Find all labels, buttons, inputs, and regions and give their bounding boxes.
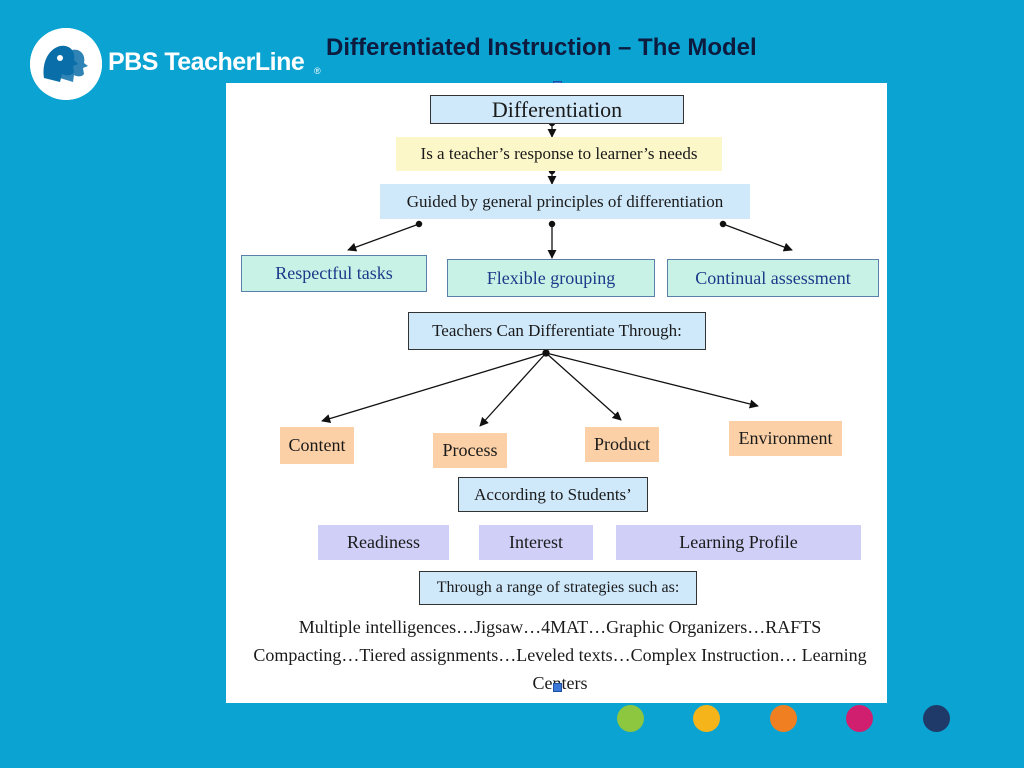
arrow-to-product	[545, 352, 622, 421]
decorative-dot-magenta	[846, 705, 873, 732]
node-interest: Interest	[479, 525, 593, 560]
arrow-to-process	[479, 352, 547, 427]
node-learning-profile: Learning Profile	[616, 525, 861, 560]
node-range-of-strategies: Through a range of strategies such as:	[419, 571, 697, 605]
decorative-dot-green	[617, 705, 644, 732]
diagram-panel: Differentiation Is a teacher’s response …	[226, 83, 887, 703]
pbs-logo-icon	[30, 28, 102, 100]
node-flexible-grouping: Flexible grouping	[447, 259, 655, 297]
strategies-line-2: Compacting…Tiered assignments…Leveled te…	[253, 645, 867, 665]
node-product: Product	[585, 427, 659, 462]
node-content: Content	[280, 427, 354, 464]
node-readiness: Readiness	[318, 525, 449, 560]
arrow-to-continual	[722, 223, 793, 252]
node-differentiation: Differentiation	[430, 95, 684, 124]
registered-mark: ®	[314, 66, 321, 76]
node-guided-principles: Guided by general principles of differen…	[380, 184, 750, 219]
strategies-line-1: Multiple intelligences…Jigsaw…4MAT…Graph…	[298, 617, 822, 637]
arrow-to-environment	[545, 352, 759, 409]
node-respectful-tasks: Respectful tasks	[241, 255, 427, 292]
node-continual-assessment: Continual assessment	[667, 259, 879, 297]
selection-handle-bottom[interactable]	[553, 683, 562, 692]
node-environment: Environment	[729, 421, 842, 456]
node-process: Process	[433, 433, 507, 468]
node-teacher-response: Is a teacher’s response to learner’s nee…	[396, 137, 722, 171]
node-according-to-students: According to Students’	[458, 477, 648, 512]
node-teachers-can-differentiate: Teachers Can Differentiate Through:	[408, 312, 706, 350]
decorative-dot-yellow	[693, 705, 720, 732]
connector-lines	[321, 95, 793, 427]
slide-title: Differentiated Instruction – The Model	[326, 34, 757, 61]
decorative-dot-orange	[770, 705, 797, 732]
decorative-dot-navy	[923, 705, 950, 732]
pbs-teacherline-brand: PBS TeacherLine	[108, 48, 305, 76]
arrow-to-content	[321, 352, 547, 423]
arrow-to-respectful	[347, 223, 420, 252]
